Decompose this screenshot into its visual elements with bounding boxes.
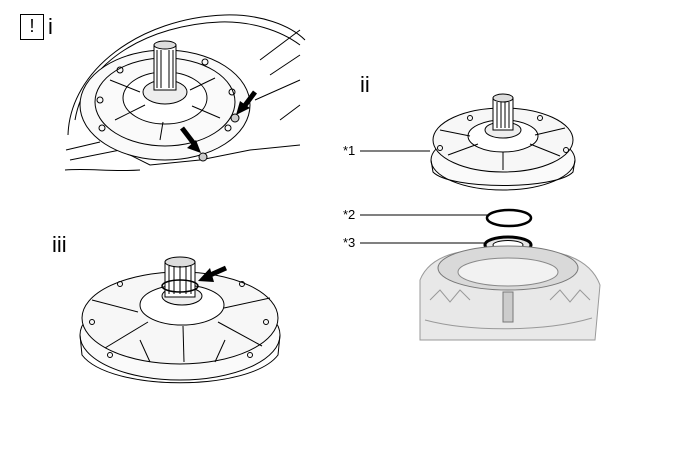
pump-removed-drawing (79, 256, 281, 384)
step-label-1: i (48, 14, 53, 39)
callout-label-1: *1 (343, 143, 356, 158)
step-label-2: ii (360, 72, 370, 97)
shaft-arrow (198, 265, 228, 282)
callout-label-2: *2 (343, 207, 356, 222)
bolt-arrow-2 (180, 126, 201, 153)
pump-in-case-drawing (64, 14, 306, 172)
notice-icon: ! (20, 14, 44, 40)
step-label-3: iii (52, 232, 67, 257)
callout-label-3: *3 (343, 235, 356, 250)
pump-exploded-drawing (419, 93, 601, 341)
bolt-arrow-1 (236, 90, 257, 115)
